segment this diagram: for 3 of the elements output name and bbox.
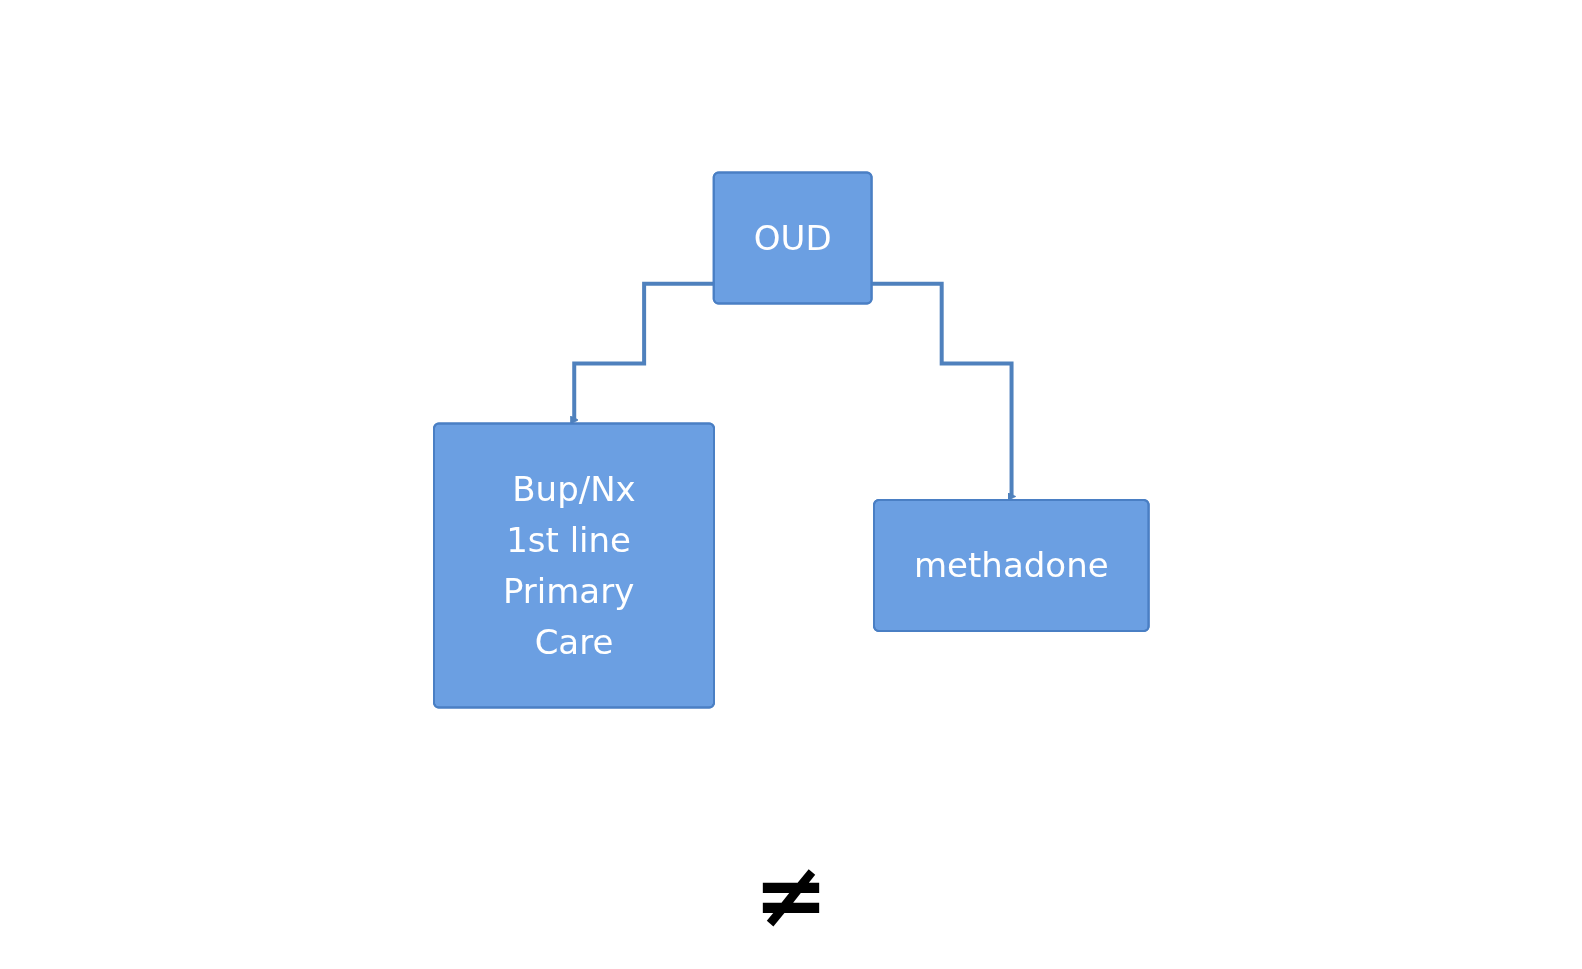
- arrow: [569, 281, 714, 424]
- arrow: [871, 281, 1016, 501]
- not-equal-sign: ≠: [753, 849, 829, 940]
